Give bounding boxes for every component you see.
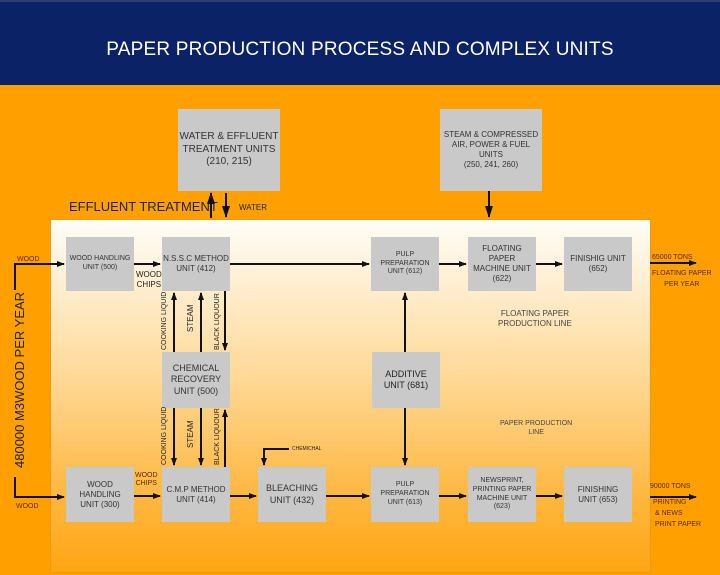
- newsprint-printing-paper-machine-unit-623: NEWSPRINT, PRINTING PAPER MACHINE UNIT (…: [468, 467, 536, 522]
- box-line: UNIT (653): [578, 494, 618, 504]
- box-line: WOOD HANDLING: [69, 255, 131, 263]
- label-line: WOOD: [136, 270, 162, 279]
- box-line: PRINTING PAPER: [472, 485, 532, 493]
- box-line: BLEACHING: [265, 483, 318, 494]
- label-line: LINE: [528, 429, 544, 437]
- wood-input-total-label: 480000 M3WOOD PER YEAR: [12, 291, 27, 468]
- box-line: STEAM & COMPRESSED: [443, 130, 539, 139]
- box-line: UNIT (414): [176, 494, 216, 504]
- nssc-method-unit-412: N.S.S.C METHOD UNIT (412): [162, 237, 230, 291]
- box-line: UNIT (681): [383, 380, 429, 390]
- finishing-unit-652: FINISHIG UNIT (652): [564, 237, 632, 291]
- page-title: PAPER PRODUCTION PROCESS AND COMPLEX UNI…: [106, 39, 614, 60]
- wood-top-label: WOOD: [17, 256, 40, 263]
- pulp-preparation-unit-613: PULP PREPARATION UNIT (613): [371, 467, 439, 522]
- steam-air-power-fuel-units: STEAM & COMPRESSED AIR, POWER & FUEL UNI…: [440, 109, 542, 191]
- box-line: NEWSPRINT,: [480, 477, 524, 484]
- label-line: & NEWS: [655, 509, 683, 517]
- cooking-liquid-lower-label: COOKING LIQUID: [161, 406, 168, 465]
- box-line: WOOD HANDLING: [79, 479, 121, 499]
- output-tons: 65000 TONS: [652, 254, 693, 261]
- label-line: CHIPS: [136, 279, 162, 289]
- box-line: CHEMICAL: [172, 363, 220, 374]
- box-line: FINISHING: [577, 484, 619, 494]
- box-line: TREATMENT UNITS: [182, 143, 276, 155]
- chemical-recovery-unit-500: CHEMICAL RECOVERY UNIT (500): [162, 352, 230, 408]
- box-line: UNIT (500): [82, 264, 118, 271]
- wood-handling-unit-300: WOOD HANDLING UNIT (300): [66, 467, 134, 522]
- pulp-preparation-unit-612: PULP PREPARATION UNIT (612): [371, 237, 439, 291]
- label-line: WOOD: [135, 472, 158, 479]
- black-liquour-lower-label: BLACK LIQUOUR: [214, 408, 221, 465]
- box-line: UNIT (300): [80, 499, 120, 509]
- box-line: C.M.P METHOD: [166, 484, 226, 494]
- box-line: FLOATING PAPER: [482, 244, 522, 263]
- floating-output-label: 65000 TONS FLOATING PAPER PER YEAR: [652, 253, 712, 291]
- paper-production-line-label: PAPER PRODUCTION LINE: [500, 419, 572, 437]
- label-line: CHIPS: [135, 480, 157, 488]
- label-line: PAPER PRODUCTION: [500, 420, 573, 427]
- process-panel: [50, 219, 651, 573]
- box-line: MACHINE UNIT: [476, 494, 528, 502]
- box-line: UNIT (613): [387, 498, 423, 506]
- box-line: (652): [588, 264, 608, 273]
- steam-lower-label: STEAM: [186, 420, 195, 448]
- finishing-unit-653: FINISHING UNIT (653): [564, 467, 632, 522]
- cmp-method-unit-414: C.M.P METHOD UNIT (414): [162, 467, 230, 522]
- box-line: UNIT (432): [269, 494, 315, 505]
- label-line: FLOATING PAPER: [500, 309, 569, 318]
- output-tons: 90000 TONS: [650, 483, 691, 490]
- box-line: UNIT (500): [173, 385, 219, 396]
- black-liquour-upper-label: BLACK LIQUOUR: [214, 293, 221, 350]
- box-line: (622): [492, 274, 512, 283]
- floating-paper-machine-unit-622: FLOATING PAPER MACHINE UNIT (622): [468, 237, 536, 291]
- title-banner: PAPER PRODUCTION PROCESS AND COMPLEX UNI…: [0, 0, 720, 85]
- steam-upper-label: STEAM: [186, 304, 195, 332]
- wood-chips-top-label: WOOD CHIPS: [136, 270, 162, 289]
- box-line: UNIT (412): [176, 264, 216, 273]
- wood-chips-bottom-label: WOOD CHIPS: [135, 472, 158, 489]
- wood-bottom-label: WOOD: [16, 503, 39, 510]
- effluent-treatment-label: EFFLUENT TREATMENT: [69, 199, 218, 214]
- box-line: N.S.S.C METHOD: [163, 254, 229, 263]
- chemical-label: CHEMICHAL: [292, 446, 322, 452]
- water-effluent-treatment-units: WATER & EFFLUENT TREATMENT UNITS (210, 2…: [178, 109, 280, 191]
- label-line: PRINT PAPER: [655, 520, 702, 528]
- box-line: RECOVERY: [170, 374, 222, 385]
- box-line: UNIT (612): [387, 268, 423, 276]
- box-line: (250, 241, 260): [463, 160, 519, 169]
- box-line: ADDITIVE: [385, 368, 427, 379]
- box-line: MACHINE UNIT: [473, 264, 531, 273]
- box-line: WATER & EFFLUENT: [179, 131, 279, 143]
- wood-handling-unit-500: WOOD HANDLING UNIT (500): [66, 237, 134, 291]
- cooking-liquid-upper-label: COOKING LIQUID: [161, 291, 168, 350]
- box-line: FINISHIG UNIT: [570, 254, 626, 263]
- label-line: PRINTING: [653, 498, 687, 506]
- label-line: PER YEAR: [664, 280, 700, 288]
- label-line: FLOATING PAPER: [652, 269, 712, 277]
- floating-production-line-label: FLOATING PAPER PRODUCTION LINE: [498, 309, 572, 330]
- label-line: PRODUCTION LINE: [498, 319, 572, 329]
- box-line: PULP PREPARATION: [380, 481, 430, 498]
- box-line: (623): [493, 503, 511, 511]
- box-line: PULP PREPARATION: [380, 250, 430, 267]
- additive-unit-681: ADDITIVE UNIT (681): [372, 352, 440, 408]
- box-line: (210, 215): [206, 156, 252, 168]
- water-label: WATER: [239, 203, 267, 212]
- bleaching-unit-432: BLEACHING UNIT (432): [258, 467, 326, 522]
- printing-output-label: 90000 TONS PRINTING & NEWS PRINT PAPER: [650, 482, 701, 530]
- box-line: AIR, POWER & FUEL UNITS: [451, 140, 531, 159]
